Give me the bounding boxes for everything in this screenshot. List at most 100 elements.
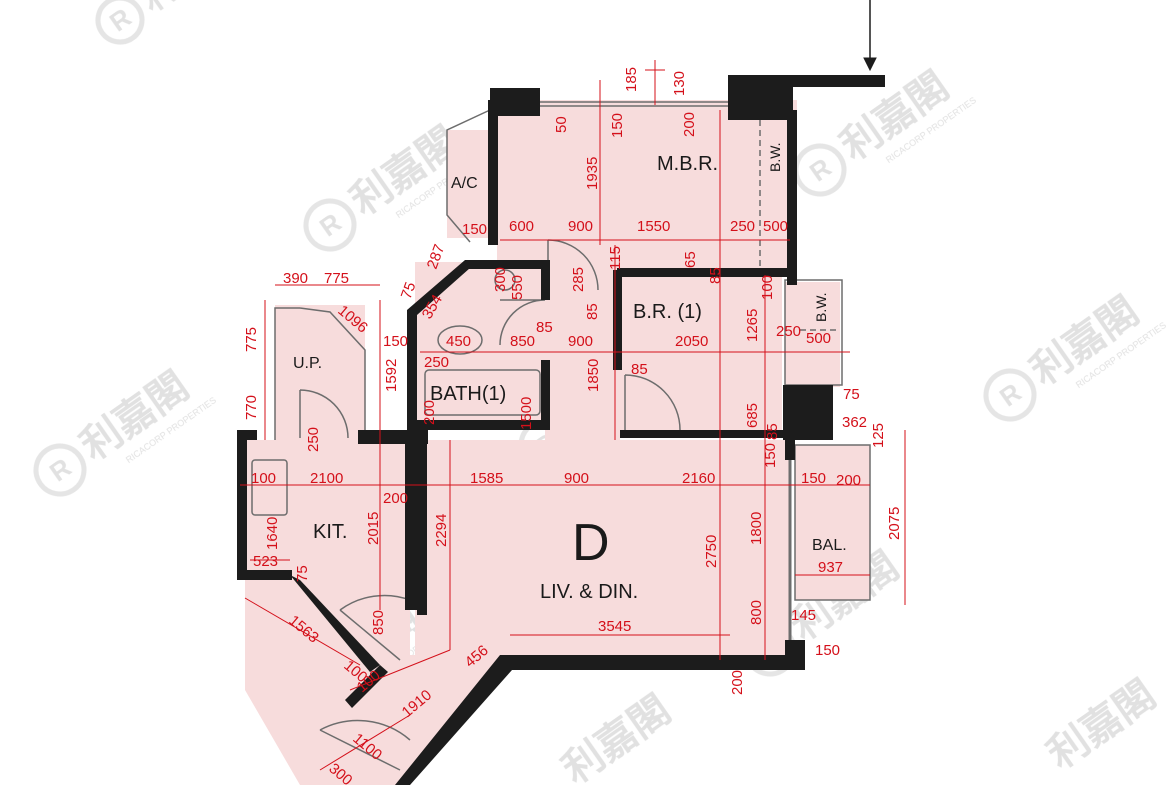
dim: 850 [370,610,387,635]
wall-bath-top [465,260,550,269]
watermark-mark: R [804,152,837,187]
up-outline-2 [299,307,366,440]
floor-liv [415,440,790,655]
watermark-mark: R [104,2,137,37]
dim: 900 [564,470,589,487]
dim: 1592 [383,359,400,392]
dim: 200 [836,472,861,489]
wall-entry-right [395,655,805,785]
dim: 500 [763,218,788,235]
dim: 685 [744,403,761,428]
dim: 450 [446,333,471,350]
watermark-mark: R [994,377,1027,412]
dim: 550 [509,275,526,300]
watermark-logo-icon [793,143,847,197]
floor-up [275,305,365,440]
dim: 75 [843,386,860,403]
wall-kit-left [237,430,247,580]
dim: 200 [421,400,438,425]
dim: 937 [818,559,843,576]
wall-bath-diag [407,260,470,315]
dim: 775 [243,327,260,352]
dim: 150 [762,443,779,468]
floor-bw-mid [785,282,840,387]
watermark-9: 利嘉閣 [1040,673,1164,778]
dim: 250 [730,218,755,235]
dim: 390 [283,270,308,287]
label-up: U.P. [293,355,322,372]
dim: 900 [568,333,593,350]
dim: 85 [536,319,553,336]
dim: 85 [631,361,648,378]
label-bath1: BATH(1) [430,383,506,405]
wall-br1-left [613,270,622,370]
watermark-5: R 利嘉閣 RICACORP PROPERTIES [33,364,218,497]
watermark-logo-icon [95,0,145,45]
dim: 3545 [598,618,631,635]
watermark-logo-icon [983,368,1037,422]
wall-kit-right [405,440,417,610]
label-balcony: BAL. [812,537,847,554]
dim: 150 [462,221,487,238]
watermark-1: R 利嘉閣 [95,0,245,45]
wall-br1-right-block [783,385,833,440]
dim: 600 [509,218,534,235]
dim: 145 [791,607,816,624]
label-mbr: M.B.R. [657,153,718,175]
dim: 150 [801,470,826,487]
watermark-chinese: 利嘉閣 [555,688,679,785]
dim: 300 [492,267,509,292]
dim: 200 [729,670,746,695]
wall-bath-corridor [541,360,550,430]
watermark-chinese: 利嘉閣 [133,0,245,19]
dim: 75 [398,280,420,301]
floor-kit [245,440,410,575]
label-br1: B.R. (1) [633,301,702,323]
dim: 200 [681,112,698,137]
floor-corridor [545,240,620,440]
dim: 1550 [637,218,670,235]
wall-kit-bottom [237,570,292,580]
dim: 85 [707,267,724,284]
wall-top-ledge [790,75,885,87]
wall-liv-right [785,440,795,460]
dim: 1500 [518,397,535,430]
dim: 770 [243,395,260,420]
label-bw-top: B.W. [767,142,783,172]
dim: 1265 [744,309,761,342]
watermark-chinese: 利嘉閣 [1040,673,1164,778]
wall-mbr-top-left [490,88,540,116]
dim: 2160 [682,470,715,487]
watermark-logo-icon [33,443,87,497]
wall-entry-diag [345,665,388,708]
label-bw-mid: B.W. [813,292,829,322]
dim: 2750 [703,535,720,568]
up-outline [274,307,300,440]
door-bath [499,299,546,346]
wall-bath-right [541,260,550,300]
dim: 85 [764,423,781,440]
wall-mbr-left [488,100,498,245]
dim: 900 [568,218,593,235]
dim: 150 [815,642,840,659]
doors [299,239,792,771]
dim: 1585 [470,470,503,487]
wall-bath-bottom [410,420,545,430]
dim: 523 [253,553,278,570]
dim: 130 [671,71,688,96]
dim: 85 [584,303,601,320]
basin-outline [494,269,516,291]
wall-mbr-bottom [617,268,787,277]
label-liv-din: LIV. & DIN. [540,581,638,603]
sink-outline [251,459,288,516]
floor-bw-top [740,110,795,275]
wall-mbr-right [787,110,797,285]
dim: 2294 [433,514,450,547]
watermark-mark: R [44,452,77,487]
label-kitchen: KIT. [313,521,347,543]
dim: 362 [842,414,867,431]
dim: 2050 [675,333,708,350]
dim: 250 [305,427,322,452]
watermark-logo-icon [303,198,357,252]
